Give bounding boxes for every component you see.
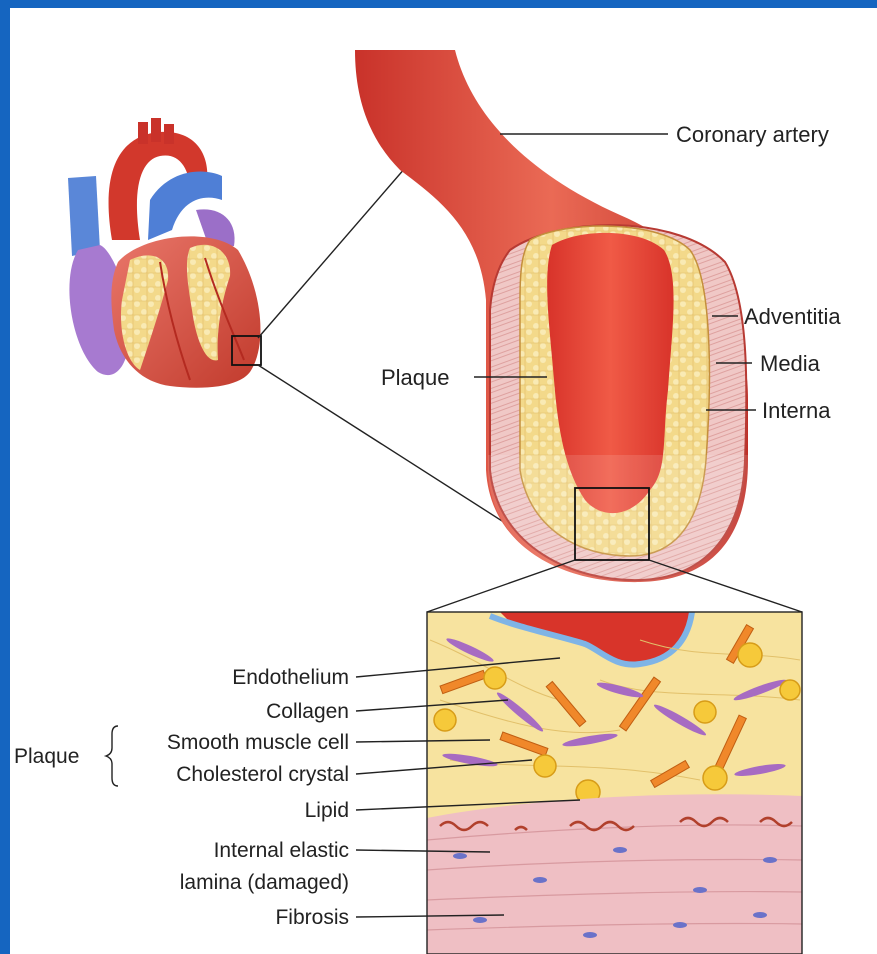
label-endothelium: Endothelium — [232, 666, 349, 689]
label-coronary-artery: Coronary artery — [676, 122, 829, 147]
label-plaque: Plaque — [381, 365, 450, 390]
aorta-branch — [164, 124, 174, 144]
superior-vena-cava — [68, 176, 100, 256]
tissue-inset — [427, 612, 802, 954]
illustration-panel: Coronary artery Adventitia Media Interna… — [10, 8, 877, 954]
label-fibrosis: Fibrosis — [275, 906, 349, 929]
section-plane — [488, 455, 748, 582]
plaque-brace — [106, 726, 118, 786]
label-interna: Interna — [762, 398, 831, 423]
zoom-line — [649, 560, 802, 612]
heart-illustration — [68, 118, 261, 388]
fibrous-layer — [427, 794, 802, 954]
zoom-line — [258, 160, 412, 338]
label-internal-elastic-line1: Internal elastic — [214, 839, 349, 862]
aorta-branch — [151, 118, 161, 142]
zoom-line — [427, 560, 575, 612]
label-media: Media — [760, 351, 821, 376]
label-lipid: Lipid — [305, 799, 349, 822]
atherosclerosis-diagram: Coronary artery Adventitia Media Interna… — [10, 8, 877, 954]
label-collagen: Collagen — [266, 700, 349, 723]
label-adventitia: Adventitia — [744, 304, 841, 329]
label-cholesterol-crystal: Cholesterol crystal — [176, 763, 349, 786]
label-smooth-muscle-cell: Smooth muscle cell — [167, 731, 349, 754]
aorta-branch — [138, 122, 148, 144]
label-plaque-group: Plaque — [14, 745, 79, 768]
label-internal-elastic-line2: lamina (damaged) — [180, 871, 349, 894]
